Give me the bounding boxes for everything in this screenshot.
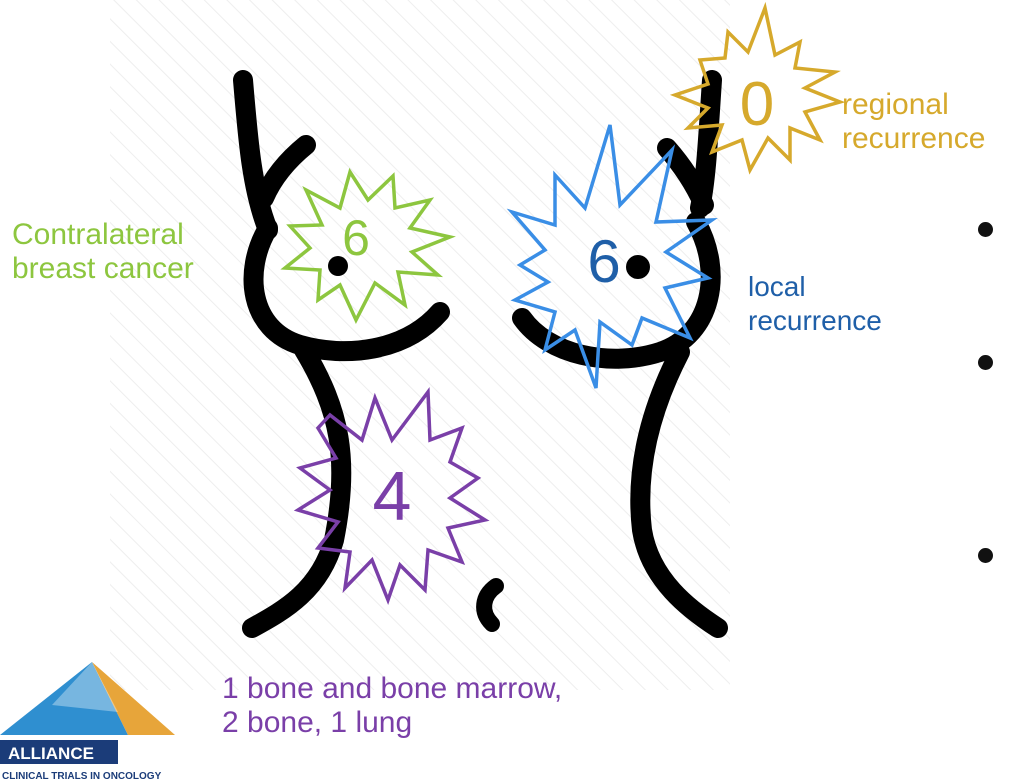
distant-count: 4 — [373, 457, 412, 535]
local-label: local recurrence — [748, 270, 882, 338]
local-dot — [626, 255, 650, 279]
regional-label: regional recurrence — [842, 88, 985, 156]
bullet-1 — [978, 222, 993, 237]
contralateral-label: Contralateral breast cancer — [12, 218, 194, 286]
local-count: 6 — [587, 228, 620, 295]
regional-count: 0 — [740, 70, 774, 139]
bullet-3 — [978, 548, 993, 563]
contralateral-count: 6 — [342, 210, 370, 266]
distant-label: 1 bone and bone marrow, 2 bone, 1 lung — [222, 672, 562, 740]
bullet-2 — [978, 355, 993, 370]
logo-name: ALLIANCE — [8, 744, 94, 763]
logo-tagline: CLINICAL TRIALS IN ONCOLOGY — [2, 771, 162, 782]
